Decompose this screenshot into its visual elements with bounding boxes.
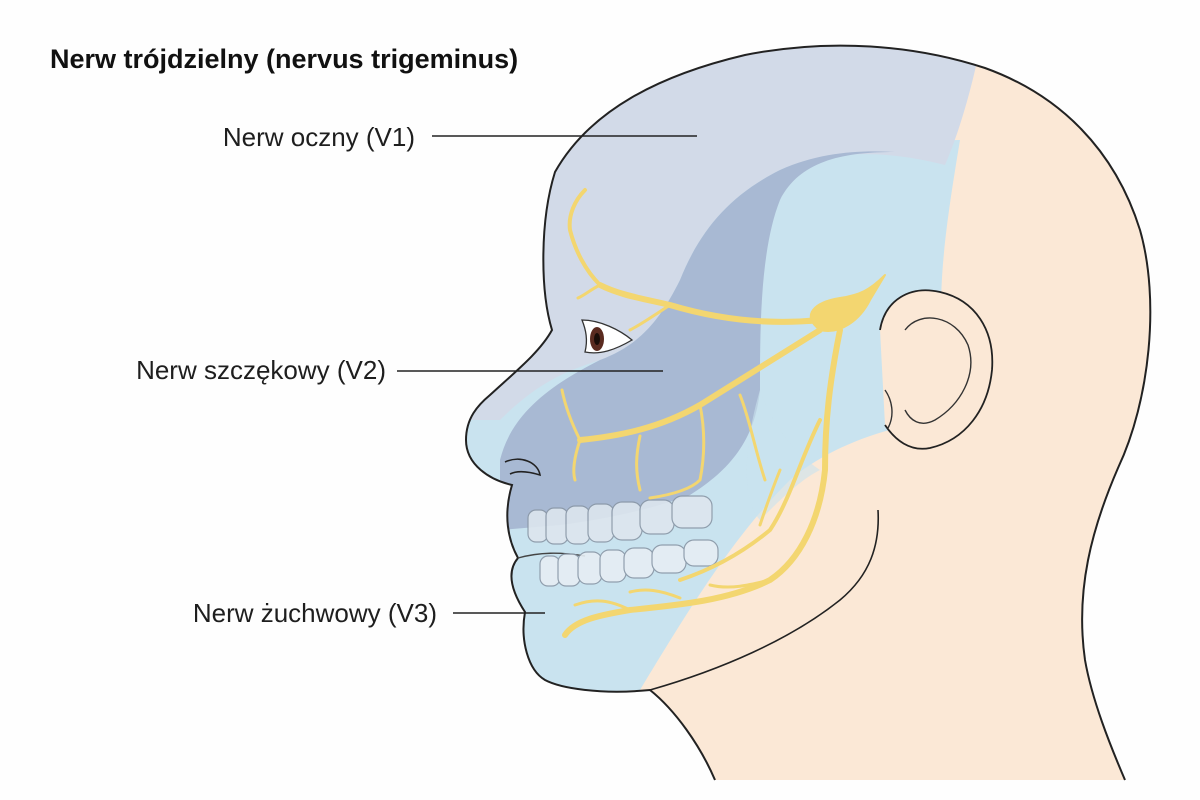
ear — [879, 289, 994, 450]
diagram-title: Nerw trójdzielny (nervus trigeminus) — [50, 44, 519, 74]
head-outline — [464, 44, 1152, 781]
upper-teeth — [527, 495, 713, 545]
mouth-line — [517, 552, 586, 559]
label-mandibular-nerve: Nerw żuchwowy (V3) — [192, 598, 437, 628]
trigeminal-nerve — [560, 188, 886, 638]
nostril — [504, 458, 541, 477]
lower-teeth — [539, 539, 719, 587]
label-ophthalmic-nerve: Nerw oczny (V1) — [222, 122, 415, 152]
trigeminal-ganglion — [809, 274, 886, 332]
label-maxillary-nerve: Nerw szczękowy (V2) — [136, 355, 386, 385]
jaw-line — [649, 509, 880, 691]
